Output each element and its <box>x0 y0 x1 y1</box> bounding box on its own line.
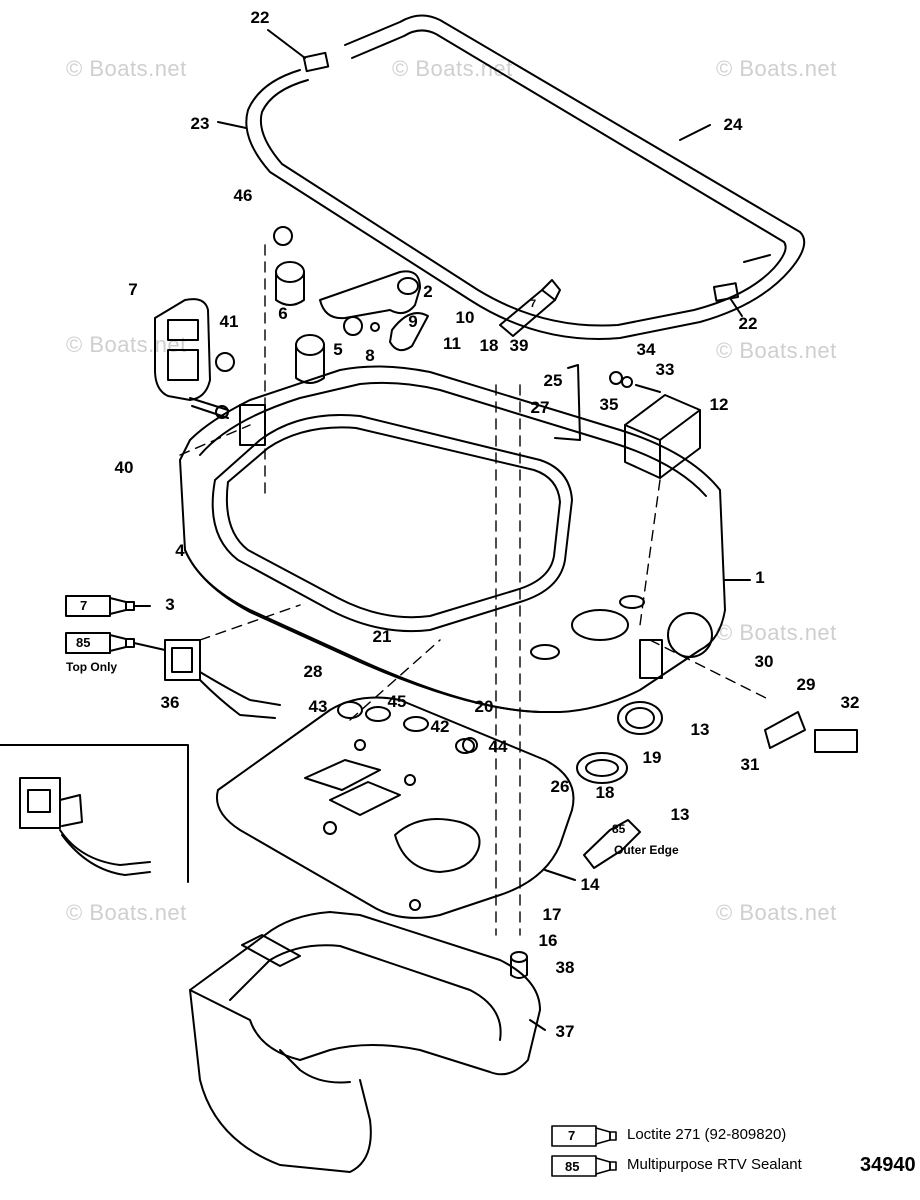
fasteners-33-35 <box>609 371 661 393</box>
leader-line <box>679 124 711 141</box>
callout-13: 13 <box>690 720 710 739</box>
callout-40: 40 <box>114 458 134 477</box>
watermark: © Boats.net <box>716 338 837 363</box>
callout-20: 20 <box>474 697 494 716</box>
inset-detail <box>0 744 189 883</box>
leader-line <box>267 29 306 59</box>
tube-85-left <box>65 632 166 654</box>
callout-14: 14 <box>580 875 600 894</box>
callout-2: 2 <box>423 282 433 301</box>
callout-41: 41 <box>219 312 239 331</box>
callout-10: 10 <box>455 308 475 327</box>
callout-17: 17 <box>542 905 562 924</box>
callout-46: 46 <box>233 186 253 205</box>
watermark: © Boats.net <box>716 620 837 645</box>
callout-22: 22 <box>250 8 270 27</box>
legend-text: Multipurpose RTV Sealant <box>627 1156 802 1173</box>
tube-85-right <box>583 819 641 869</box>
bottom-plate <box>216 696 576 919</box>
tube-85-label: 85 <box>76 635 91 650</box>
callout-8: 8 <box>365 346 375 365</box>
legend-row-rtv: Multipurpose RTV Sealant <box>627 1156 802 1173</box>
callout-18: 18 <box>595 783 615 802</box>
top-only-note: Top Only <box>66 660 118 674</box>
callout-45: 45 <box>387 692 407 711</box>
leader-line <box>729 297 743 317</box>
watermark: © Boats.net <box>66 900 187 925</box>
assembly-lines <box>179 244 771 936</box>
callout-11: 11 <box>443 334 461 353</box>
callout-26: 26 <box>550 777 570 796</box>
callout-28: 28 <box>303 662 323 681</box>
callout-15: 18 <box>479 336 499 355</box>
callout-22-lower: 22 <box>738 314 758 333</box>
callout-44: 44 <box>488 737 508 756</box>
callout-12: 12 <box>709 395 729 414</box>
grommets <box>337 701 528 979</box>
legend-text: Loctite 271 (92-809820) <box>627 1126 787 1143</box>
lower-cowl <box>189 911 546 1173</box>
tube-85-right-label: 85 <box>612 822 626 836</box>
legend-tube-85-label: 85 <box>565 1159 580 1174</box>
latch-handle <box>154 298 229 419</box>
callout-34: 34 <box>636 340 656 359</box>
legend-tube-7-label: 7 <box>568 1128 576 1143</box>
callout-33: 33 <box>655 360 675 379</box>
callout-21: 21 <box>372 627 392 646</box>
watermark: © Boats.net <box>66 332 187 357</box>
callout-4: 4 <box>175 541 185 560</box>
switch-36 <box>164 639 281 719</box>
watermark: © Boats.net <box>716 900 837 925</box>
callout-37: 37 <box>555 1022 575 1041</box>
callout-39: 39 <box>509 336 529 355</box>
callout-35: 35 <box>599 395 619 414</box>
callout-24: 24 <box>723 115 743 134</box>
bracket-12 <box>624 394 701 479</box>
callout-9: 9 <box>408 312 418 331</box>
callout-6: 6 <box>278 304 288 323</box>
callout-31: 31 <box>740 755 760 774</box>
callout-43: 43 <box>308 697 328 716</box>
outer-edge-note: Outer Edge <box>614 843 679 857</box>
legend-tube-85 <box>551 1155 617 1177</box>
sealant-tube-7 <box>499 279 561 337</box>
callout-25: 25 <box>543 371 563 390</box>
callout-13-lower: 13 <box>670 805 690 824</box>
watermark: © Boats.net <box>66 56 187 81</box>
callout-19: 19 <box>642 748 662 767</box>
callout-3: 3 <box>165 595 175 614</box>
legend-row-loctite: Loctite 271 (92-809820) <box>627 1126 786 1143</box>
bracket-25 <box>554 364 581 441</box>
callout-7: 7 <box>128 280 138 299</box>
callout-1: 1 <box>755 568 765 587</box>
oval-18-19 <box>576 701 663 784</box>
tube-7-left <box>65 595 151 617</box>
callout-23: 23 <box>190 114 210 133</box>
callout-38: 38 <box>555 958 575 977</box>
bottom-cowl-base <box>179 365 751 713</box>
cover-29 <box>764 711 858 753</box>
tube-7-top-label: 7 <box>530 298 537 310</box>
callout-32: 32 <box>840 693 860 712</box>
callout-29: 29 <box>796 675 816 694</box>
callout-5: 5 <box>333 340 343 359</box>
tube-7-label: 7 <box>80 598 88 613</box>
callout-30: 30 <box>754 652 774 671</box>
watermark: © Boats.net <box>716 56 837 81</box>
callout-27: 27 <box>530 398 550 417</box>
latch-linkage <box>215 226 429 384</box>
callout-16: 16 <box>538 931 558 950</box>
top-seal <box>245 14 806 340</box>
callout-42: 42 <box>430 717 450 736</box>
figure-id: 34940 <box>860 1154 916 1176</box>
callout-36: 36 <box>160 693 180 712</box>
leader-line <box>217 121 247 129</box>
legend-tube-7 <box>551 1125 617 1147</box>
